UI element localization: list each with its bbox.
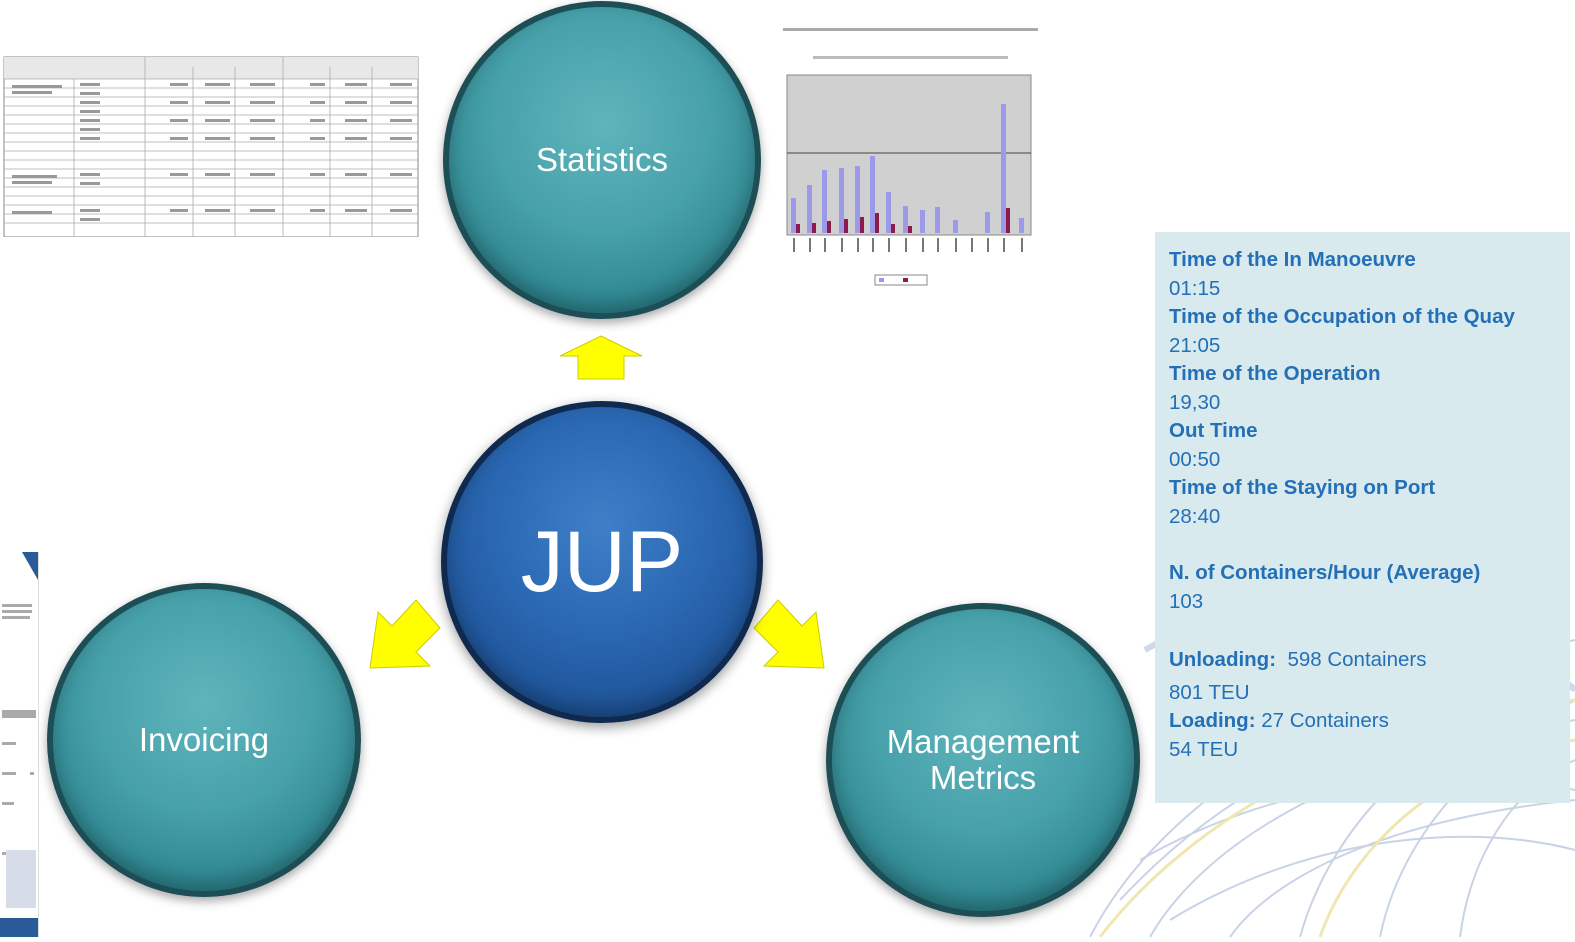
- unloading-label: Unloading:: [1169, 648, 1277, 671]
- invoicing-label: Invoicing: [138, 721, 270, 758]
- out-time-label: Out Time: [1169, 419, 1258, 442]
- jup-label: JUP: [520, 513, 684, 610]
- statistics-chart-thumbnail: [773, 20, 1045, 290]
- management-metrics-node[interactable]: Management Metrics: [826, 603, 1140, 917]
- unloading-teu: 801 TEU: [1169, 680, 1250, 704]
- out-time-value: 00:50: [1169, 447, 1221, 471]
- loading-containers: 27 Containers: [1261, 709, 1389, 732]
- arrow-up-icon: [559, 335, 643, 380]
- staying-label: Time of the Staying on Port: [1169, 476, 1436, 499]
- occupation-value: 21:05: [1169, 333, 1221, 357]
- statistics-node[interactable]: Statistics: [443, 1, 761, 319]
- loading-label: Loading:: [1169, 709, 1256, 732]
- statistics-table-thumbnail: [0, 55, 420, 238]
- containers-hour-value: 103: [1169, 589, 1204, 613]
- occupation-label: Time of the Occupation of the Quay: [1169, 305, 1515, 328]
- statistics-label: Statistics: [535, 141, 669, 178]
- management-metrics-label: Management Metrics: [886, 723, 1080, 796]
- in-manoeuvre-label: Time of the In Manoeuvre: [1169, 248, 1416, 271]
- in-manoeuvre-value: 01:15: [1169, 276, 1221, 300]
- loading-teu: 54 TEU: [1169, 737, 1239, 761]
- staying-value: 28:40: [1169, 504, 1221, 528]
- jup-center-node[interactable]: JUP: [441, 401, 763, 723]
- containers-hour-label: N. of Containers/Hour (Average): [1169, 561, 1481, 584]
- operation-value: 19,30: [1169, 390, 1221, 414]
- invoicing-node[interactable]: Invoicing: [47, 583, 361, 897]
- unloading-containers: 598 Containers: [1287, 648, 1427, 671]
- arrow-down-left-icon: [369, 599, 441, 669]
- arrow-down-right-icon: [753, 599, 825, 669]
- operation-label: Time of the Operation: [1169, 362, 1381, 385]
- invoice-document-thumbnail: [0, 552, 39, 937]
- management-metrics-panel: Time of the In Manoeuvre 01:15 Time of t…: [1155, 232, 1570, 803]
